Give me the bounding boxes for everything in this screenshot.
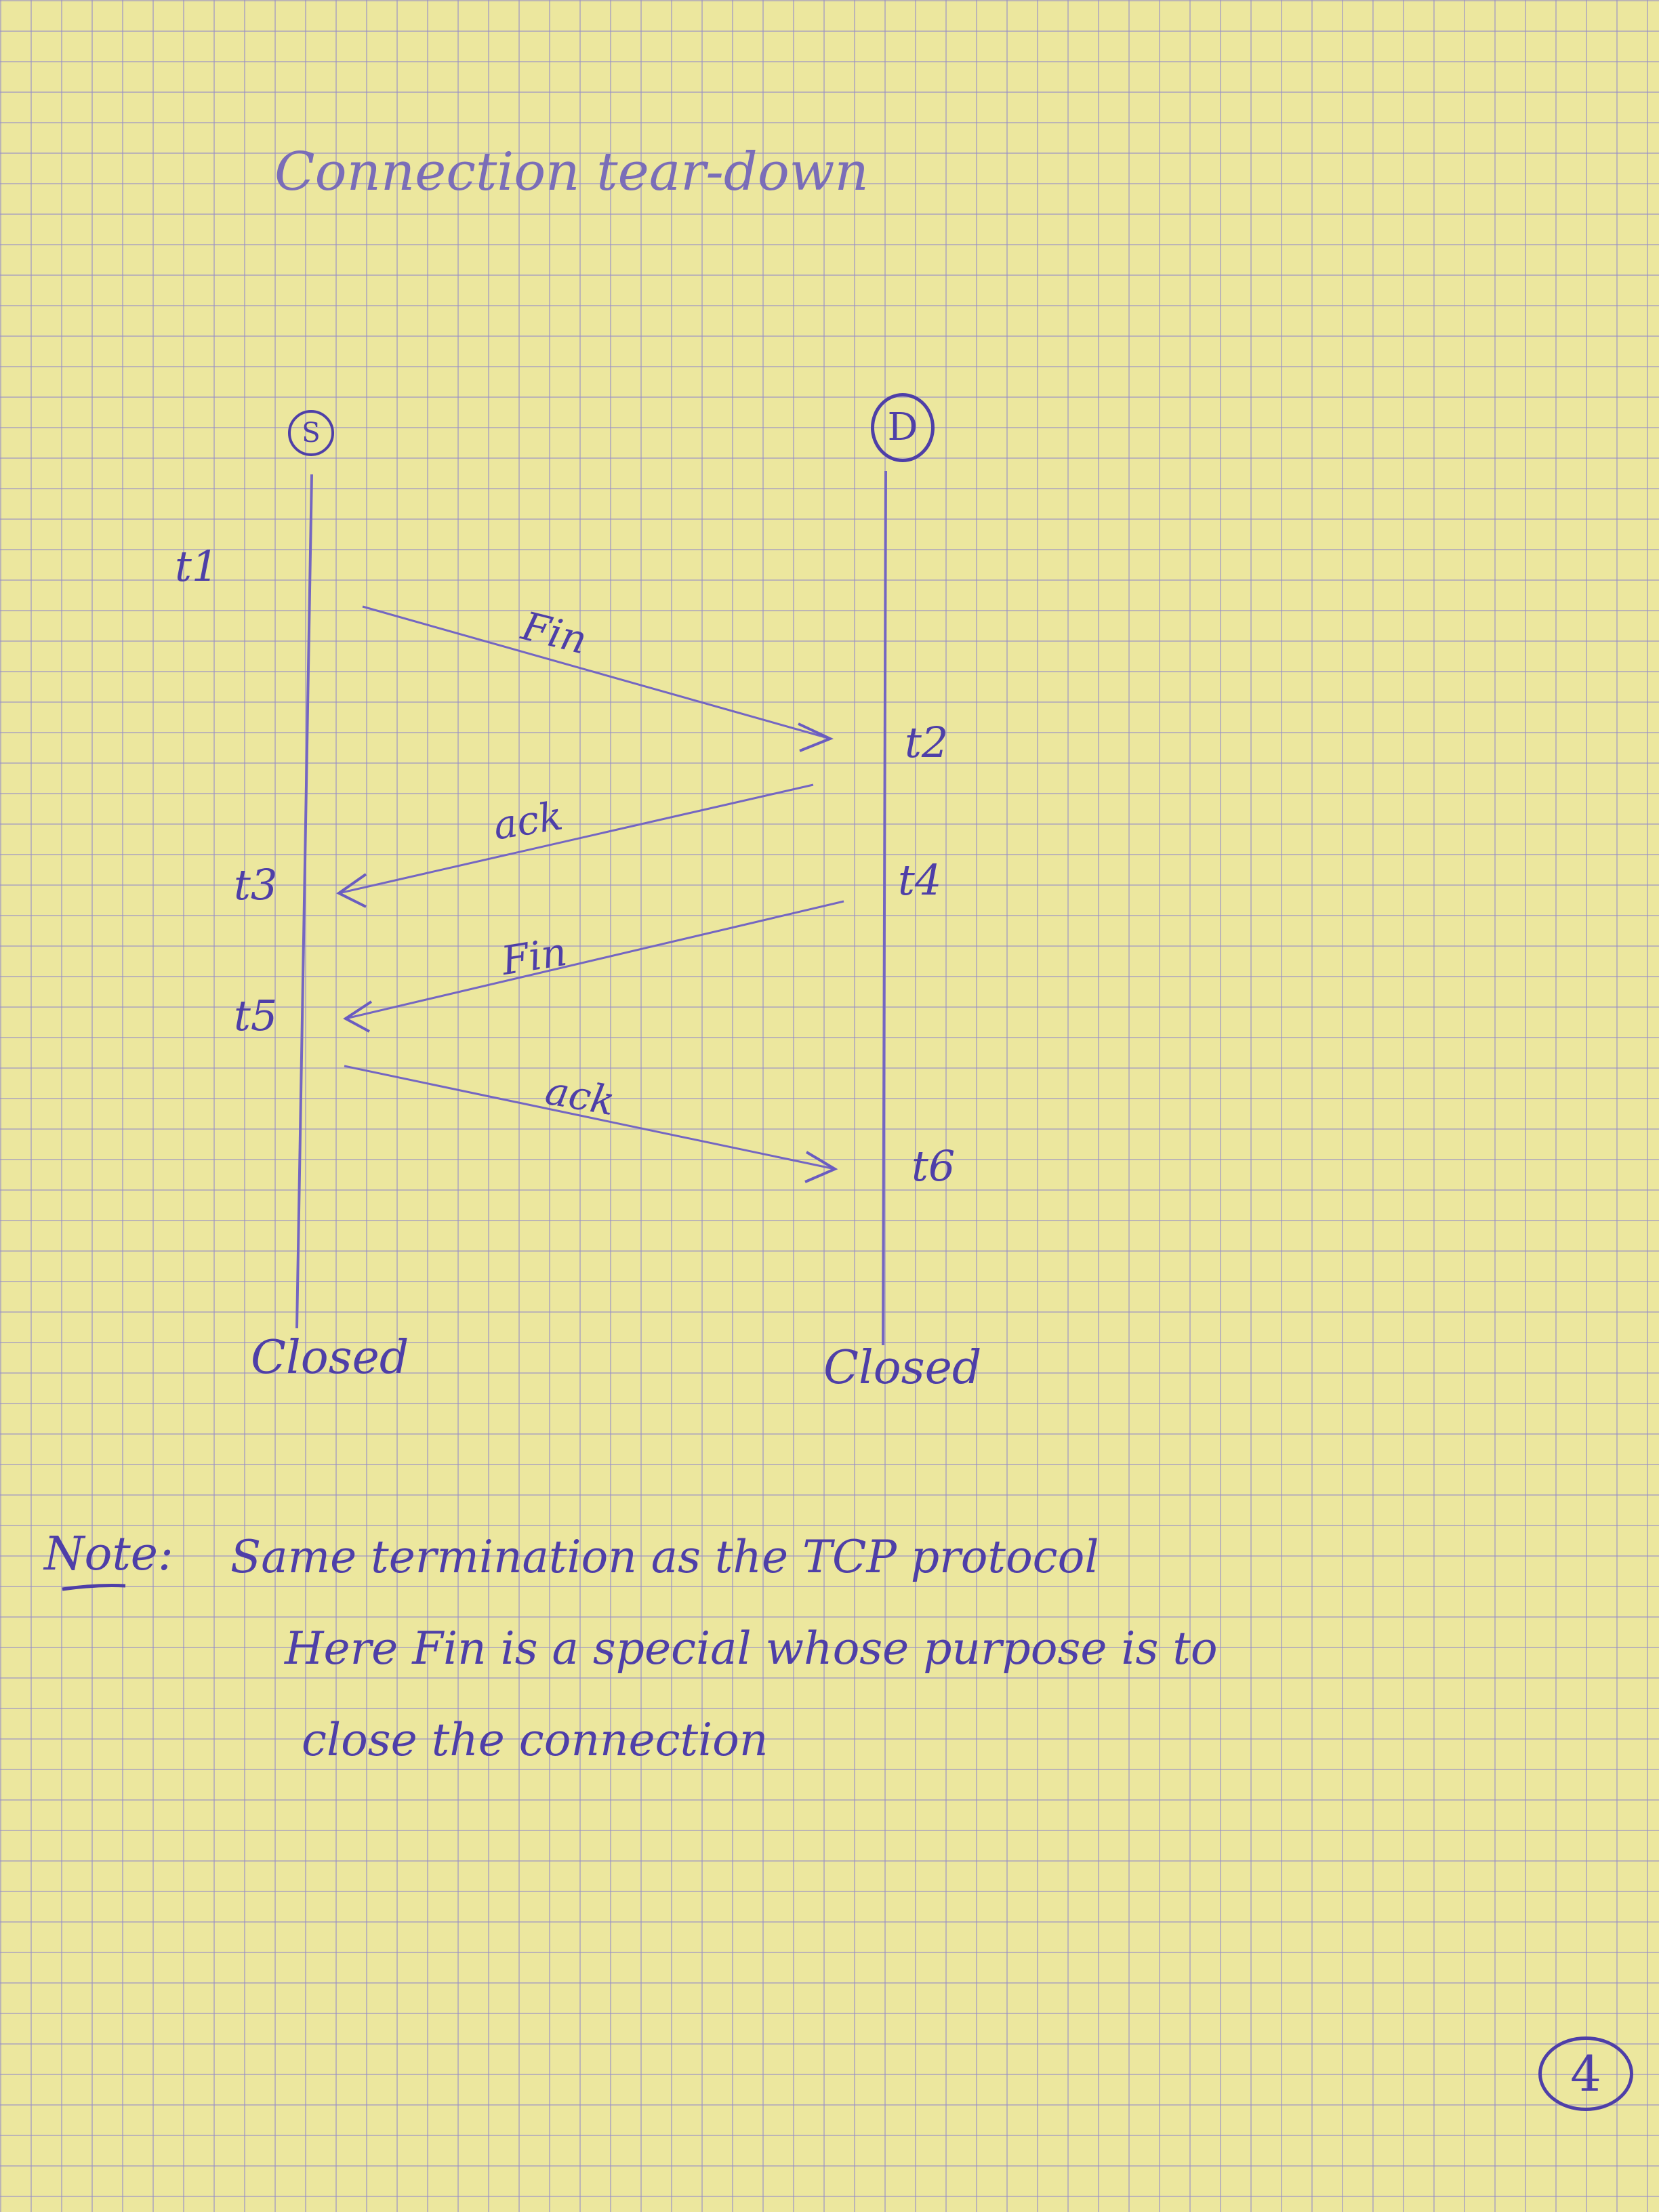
note-line-3: close the connection	[302, 1714, 769, 1766]
note-heading: Note:	[44, 1528, 173, 1581]
source-lifeline	[295, 474, 313, 1329]
message-fin-d-to-s	[343, 900, 844, 1033]
destination-lifeline	[882, 470, 887, 1346]
destination-closed-label: Closed	[823, 1341, 982, 1395]
note-line-2: Here Fin is a special whose purpose is t…	[285, 1622, 1218, 1675]
page-number: 4	[1538, 2036, 1633, 2111]
time-label-t4: t4	[898, 855, 942, 905]
time-label-t3: t3	[234, 860, 278, 909]
time-label-t1: t1	[175, 541, 219, 591]
source-node: S	[288, 410, 334, 456]
note-line-1: Same termination as the TCP protocol	[230, 1531, 1099, 1583]
message-ack-s-to-d	[344, 1065, 838, 1183]
message-label-ack-1: ack	[490, 792, 566, 849]
time-label-t6: t6	[912, 1141, 956, 1191]
time-label-t5: t5	[234, 991, 278, 1040]
message-fin-s-to-d	[362, 605, 834, 752]
source-closed-label: Closed	[251, 1331, 409, 1385]
message-label-ack-2: ack	[541, 1067, 619, 1125]
destination-node: D	[871, 393, 935, 462]
note-underline	[62, 1584, 126, 1591]
page-title: Connection tear-down	[274, 142, 869, 203]
message-ack-d-to-s	[336, 783, 814, 908]
time-label-t2: t2	[905, 718, 949, 767]
message-label-fin-2: Fin	[498, 928, 570, 985]
